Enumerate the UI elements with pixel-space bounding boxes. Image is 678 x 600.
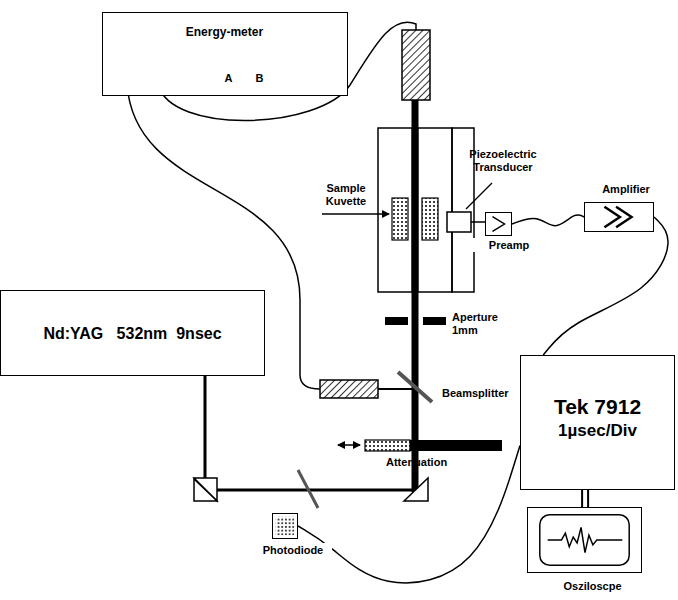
node-title: Tek 7912 (554, 394, 641, 420)
part-label: Piezoelectric Transducer (460, 148, 546, 174)
part-label: Sample Kuvette (314, 182, 378, 208)
node-title: Amplifier (576, 182, 676, 196)
cable (512, 215, 584, 226)
node-title: Energy-meter (101, 25, 347, 40)
attenuator (365, 440, 410, 451)
beamsplitter-plate (298, 470, 318, 508)
laser-beam (412, 100, 419, 492)
scope-mainframe: Tek 79121µsec/Div (520, 355, 675, 490)
meter-box: Energy-meterA B (102, 12, 348, 96)
aperture (423, 317, 446, 325)
node-text: 1µsec/Div (558, 420, 637, 441)
prism (194, 479, 217, 501)
terminal-label: B (253, 71, 265, 85)
preamp: Preamp (470, 208, 548, 256)
beamsplitter-plate (398, 372, 432, 402)
oscilloscope-symbol (527, 507, 642, 573)
terminal-label: A (222, 71, 234, 85)
photodiode-symbol (272, 513, 298, 539)
cable (581, 490, 589, 507)
leader-line (466, 183, 492, 209)
photodiode: Photodiode (254, 510, 332, 562)
oscilloscope: Osziloscpe (522, 507, 663, 595)
cable (298, 445, 520, 583)
amplifier-symbol (584, 202, 654, 232)
part-label: Attenuation (386, 456, 466, 469)
node-title: Photodiode (254, 543, 332, 557)
leader-arrow (322, 213, 389, 214)
move-arrow (338, 444, 360, 446)
cable (543, 217, 668, 355)
sample-holder (378, 128, 452, 292)
energy-detector (320, 380, 378, 398)
cable (543, 217, 668, 355)
sample-kuvette (392, 198, 408, 240)
aperture (385, 317, 408, 325)
amplifier: Amplifier (576, 180, 676, 236)
prism (194, 478, 217, 501)
cable (298, 445, 520, 583)
energy-detector (402, 30, 430, 100)
cable (583, 490, 587, 507)
laser-box: Nd:YAG 532nm 9nsec (0, 290, 265, 376)
cable (512, 215, 584, 226)
node-title: Osziloscpe (522, 579, 663, 593)
cable (585, 490, 586, 507)
part-label: Beamsplitter (442, 387, 522, 400)
attenuator (410, 440, 502, 451)
prism (404, 478, 428, 501)
node-title: Nd:YAG 532nm 9nsec (43, 324, 221, 344)
laser-beam (205, 376, 412, 490)
laser-beam (412, 128, 419, 292)
laser-beam (378, 388, 412, 390)
preamp-symbol (485, 212, 512, 236)
node-title: Preamp (470, 238, 548, 252)
piezo-transducer (447, 212, 471, 232)
sample-kuvette (422, 198, 438, 240)
part-label: Aperture 1mm (452, 311, 514, 337)
